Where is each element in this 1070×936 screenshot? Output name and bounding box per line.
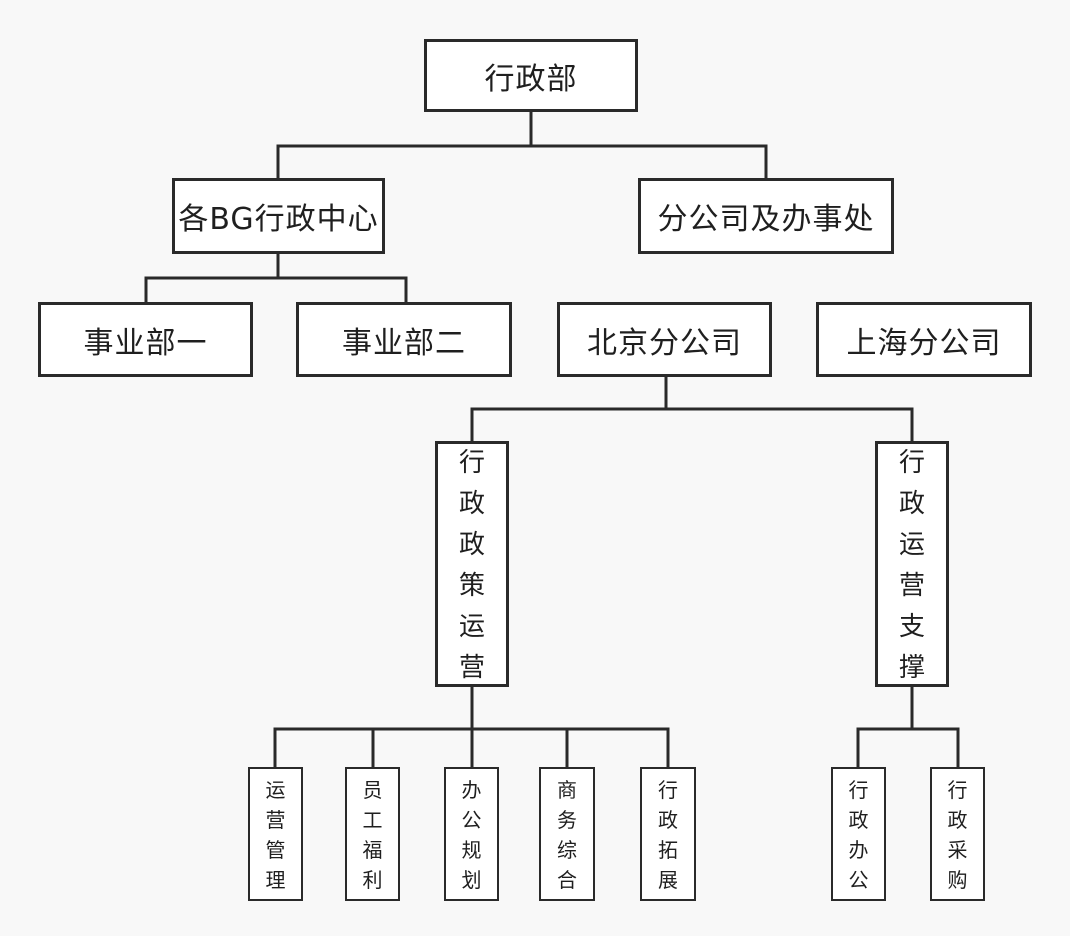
node-expansion: 行政拓展行政拓展 [640, 767, 696, 901]
node-label-char: 办 [461, 778, 482, 802]
node-label-char: 运 [265, 778, 286, 802]
node-label-char: 支 [898, 612, 925, 642]
node-label-char: 购 [947, 868, 968, 892]
node-label-char: 综 [557, 838, 577, 862]
node-label-char: 拓 [658, 838, 678, 862]
node-root: 行政部 [424, 39, 638, 112]
node-admin-office: 行政办公行政办公 [831, 767, 886, 901]
node-label-char: 规 [461, 838, 482, 862]
node-bu-2: 事业部二 [296, 302, 512, 377]
node-label-char: 理 [265, 868, 286, 892]
node-ops-mgmt: 运营管理运营管理 [248, 767, 303, 901]
node-label-char: 政 [458, 530, 485, 560]
node-label-char: 管 [265, 838, 286, 862]
node-label-char: 采 [947, 838, 968, 862]
node-label-char: 政 [947, 808, 968, 832]
node-label-char: 行 [848, 778, 869, 802]
node-bg-center: 各BG行政中心 [172, 178, 385, 254]
node-label-char: 展 [658, 868, 678, 892]
node-ops-support: 行政运营支撑行政运营支撑 [875, 441, 949, 687]
node-label-char: 行 [947, 778, 968, 802]
node-label-char: 合 [557, 868, 577, 892]
node-label-char: 公 [848, 868, 869, 892]
node-office-planning: 办公规划办公规划 [444, 767, 499, 901]
node-procurement: 行政采购行政采购 [930, 767, 985, 901]
node-label-char: 利 [362, 868, 383, 892]
node-label-char: 运 [458, 612, 485, 642]
node-label-char: 撑 [898, 653, 925, 683]
node-label-char: 行 [898, 448, 925, 478]
node-label-char: 办 [848, 838, 869, 862]
node-label-char: 行 [458, 448, 485, 478]
node-branches: 分公司及办事处 [638, 178, 894, 254]
node-welfare: 员工福利员工福利 [345, 767, 400, 901]
node-label-char: 政 [898, 489, 925, 519]
node-label-char: 营 [898, 571, 925, 601]
node-beijing: 北京分公司 [557, 302, 772, 377]
node-shanghai: 上海分公司 [816, 302, 1032, 377]
node-label-char: 工 [362, 808, 383, 832]
node-label-char: 策 [458, 571, 485, 601]
node-business: 商务综合商务综合 [539, 767, 595, 901]
node-label-char: 商 [557, 778, 577, 802]
node-label-char: 政 [658, 808, 678, 832]
node-policy-ops: 行政政策运营行政政策运营 [435, 441, 509, 687]
node-label-char: 划 [461, 868, 482, 892]
node-label-char: 行 [658, 778, 678, 802]
node-label-char: 政 [848, 808, 869, 832]
node-bu-1: 事业部一 [38, 302, 253, 377]
node-label-char: 务 [557, 808, 577, 832]
node-label-char: 公 [461, 808, 482, 832]
node-label-char: 福 [362, 838, 383, 862]
node-label-char: 政 [458, 489, 485, 519]
node-label-char: 营 [265, 808, 286, 832]
node-label-char: 员 [362, 778, 383, 802]
node-label-char: 营 [458, 653, 485, 683]
node-label-char: 运 [898, 530, 925, 560]
